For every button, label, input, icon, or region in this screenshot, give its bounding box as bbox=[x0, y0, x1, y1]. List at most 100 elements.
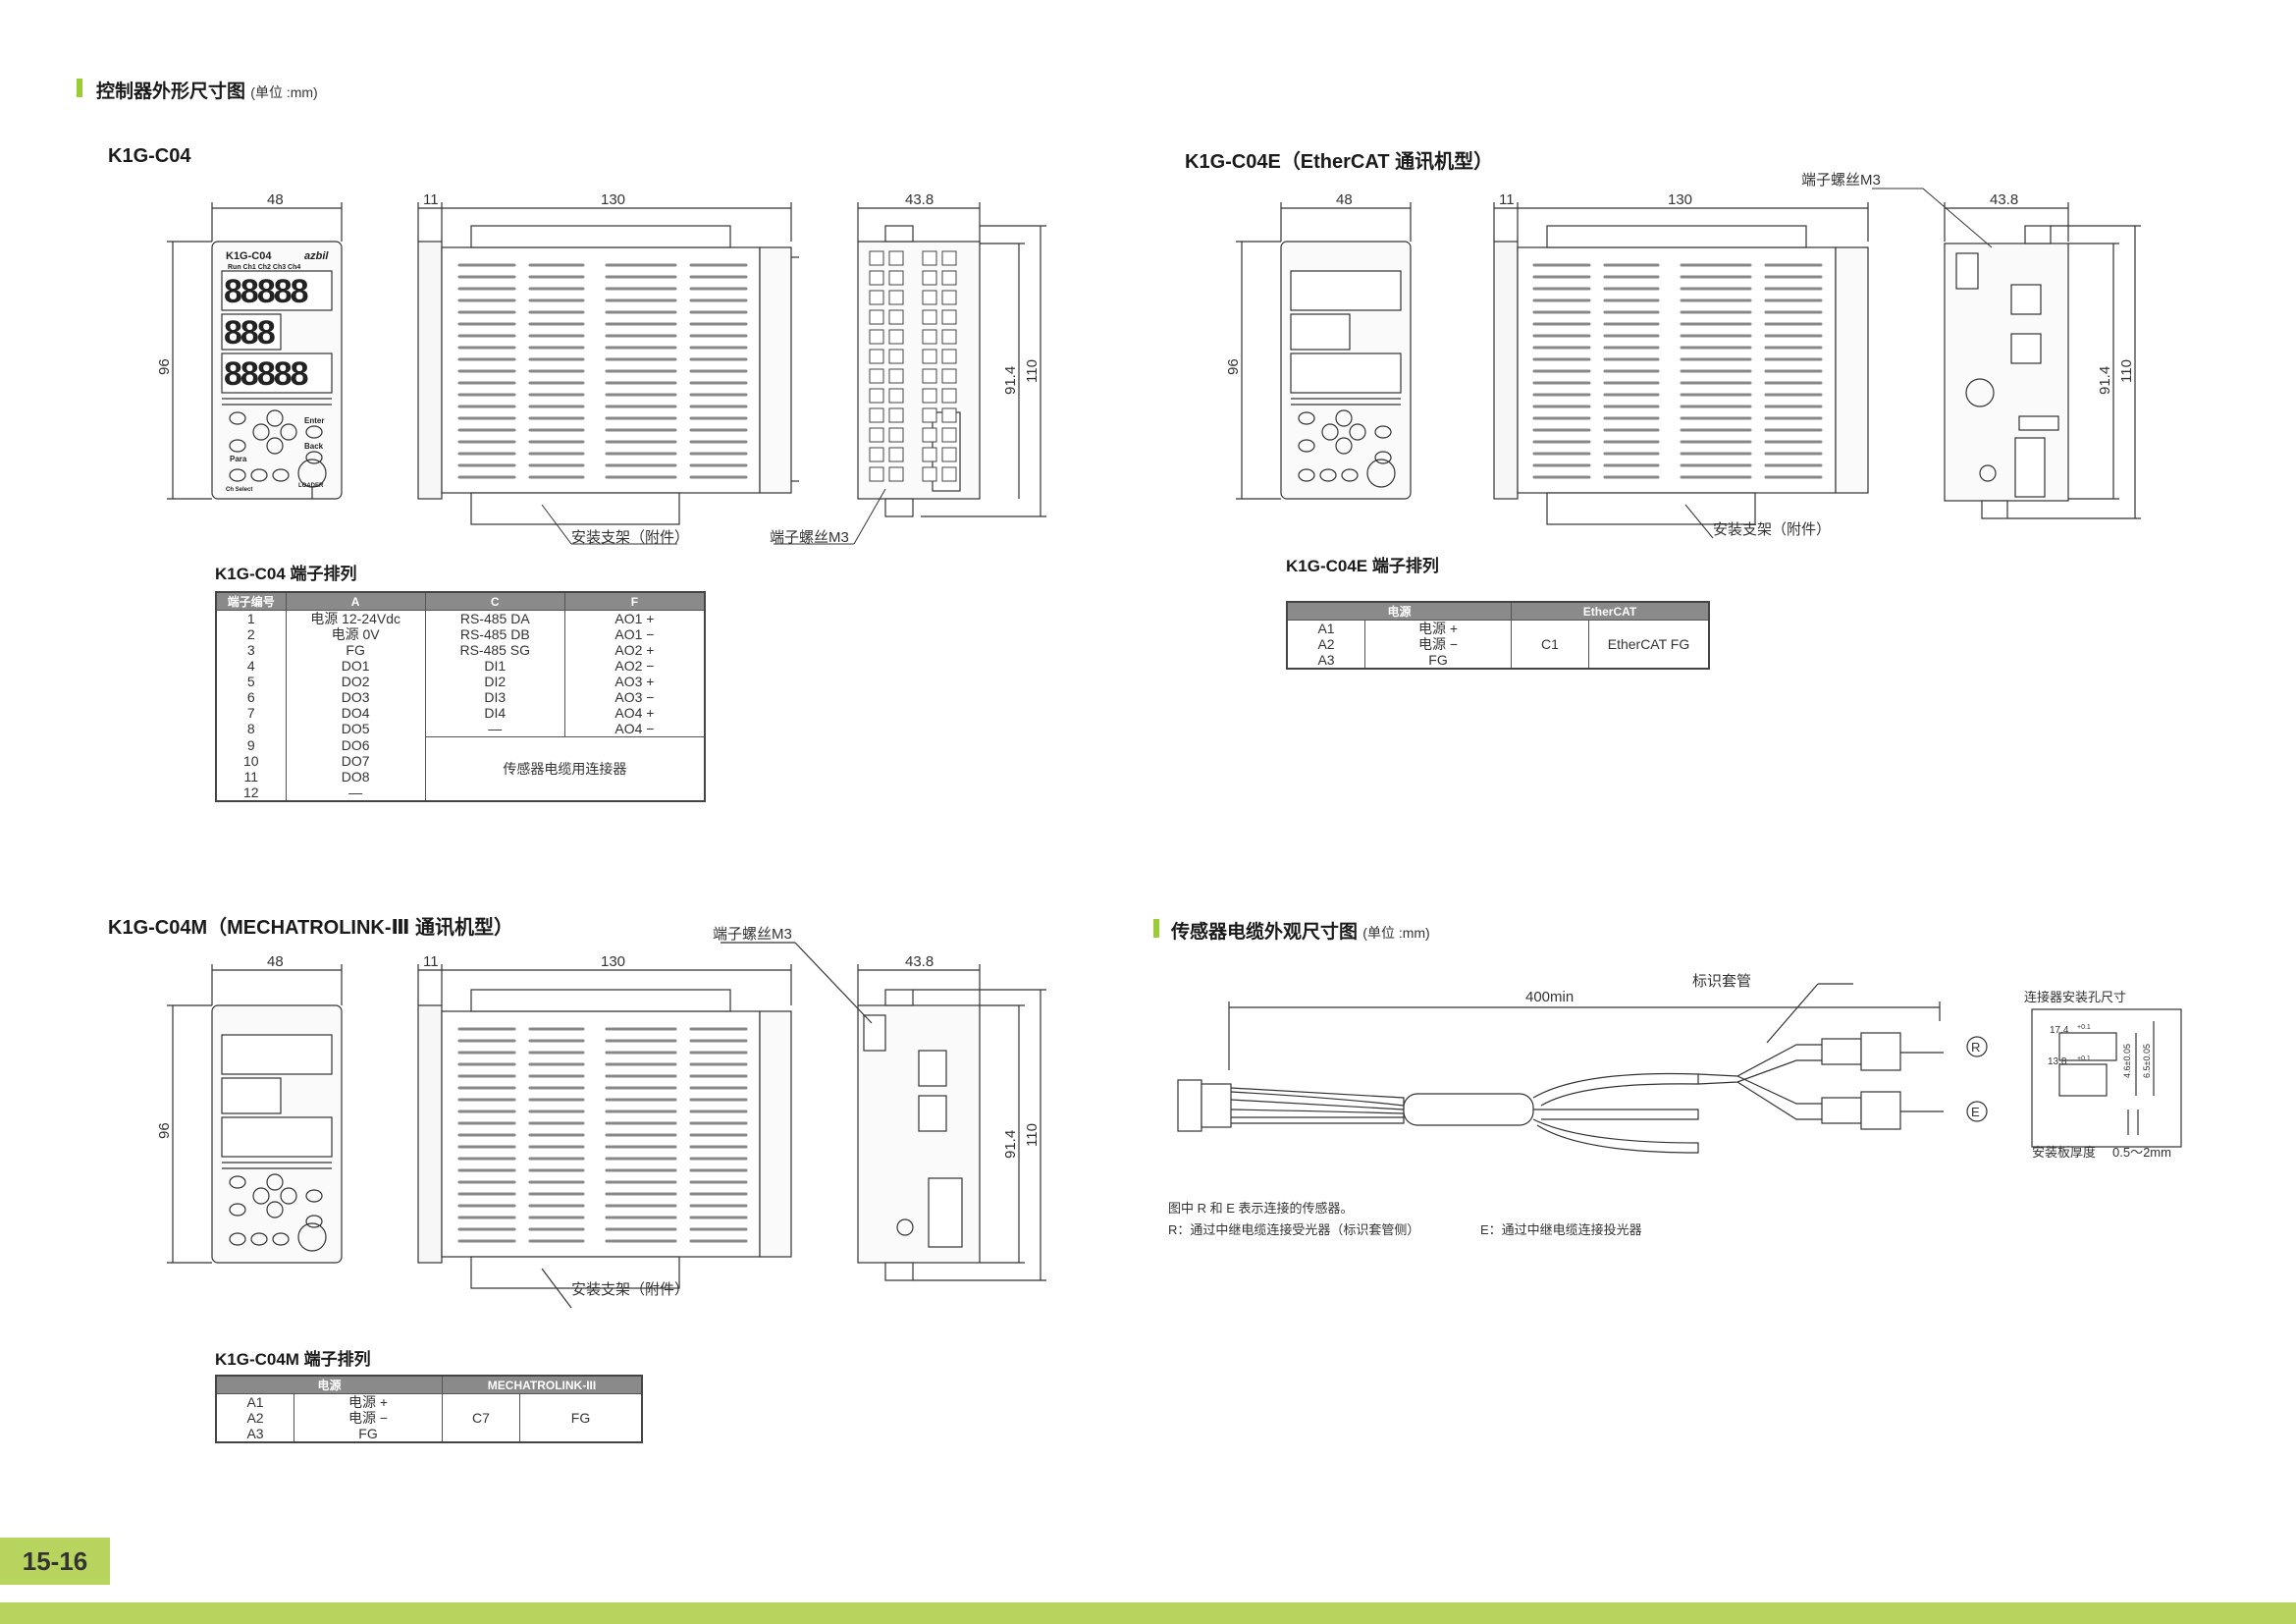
cable-note-2: R：通过中继电缆连接受光器（标识套管侧） bbox=[1168, 1222, 1420, 1237]
cell: 5 bbox=[215, 674, 287, 689]
cell: DO3 bbox=[285, 689, 426, 705]
cell: RS-485 SG bbox=[424, 642, 565, 658]
panel-chselect: Ch Select bbox=[226, 487, 252, 493]
cell: DO2 bbox=[285, 674, 426, 689]
dim-43-8-e: 43.8 bbox=[1990, 191, 2018, 208]
cell: 7 bbox=[215, 705, 287, 721]
panel-leds-text: Run Ch1 Ch2 Ch3 Ch4 bbox=[228, 264, 300, 271]
table-title-c04: K1G-C04 端子排列 bbox=[215, 565, 357, 583]
dim-43-8-m: 43.8 bbox=[905, 953, 934, 970]
th-c: C bbox=[424, 591, 565, 611]
cell: DO6 bbox=[285, 736, 426, 753]
drawing-c04: K1G-C04 azbil Run Ch1 Ch2 Ch3 Ch4 88888 … bbox=[156, 191, 1046, 546]
cell: 电源 12-24Vdc bbox=[285, 610, 426, 626]
vent-slots bbox=[457, 263, 748, 479]
th-ethercat: EtherCAT bbox=[1511, 601, 1710, 621]
th-mechatrolink: MECHATROLINK-III bbox=[442, 1375, 643, 1394]
cell: DI1 bbox=[424, 658, 565, 674]
dim-110-m: 110 bbox=[1024, 1123, 1041, 1147]
cell: AO3 + bbox=[563, 674, 706, 689]
cell: — bbox=[285, 784, 426, 801]
section-title-cable: 传感器电缆外观尺寸图 (单位 :mm) bbox=[1171, 917, 1430, 944]
cell: 10 bbox=[215, 752, 287, 769]
table-title-c04e: K1G-C04E 端子排列 bbox=[1286, 557, 1439, 575]
cell: DO4 bbox=[285, 705, 426, 721]
dim-11: 11 bbox=[423, 191, 439, 208]
vent-slots bbox=[457, 1027, 748, 1243]
th-power: 电源 bbox=[1286, 601, 1512, 621]
vent-slots bbox=[1532, 263, 1823, 479]
model-title-c04m: K1G-C04M（MECHATROLINK-Ⅲ 通讯机型） bbox=[108, 917, 513, 939]
cell: 2 bbox=[215, 626, 287, 642]
cell: 4 bbox=[215, 658, 287, 674]
cell: AO2 − bbox=[563, 658, 706, 674]
cable-note-1: 图中 R 和 E 表示连接的传感器。 bbox=[1168, 1201, 1354, 1216]
cell: FG bbox=[1364, 652, 1512, 669]
panel-model-text: K1G-C04 bbox=[226, 250, 272, 262]
dim-96-e: 96 bbox=[1225, 358, 1242, 375]
connector-desc-cell: FG bbox=[519, 1393, 643, 1443]
drawing-c04m: 48 96 11 130 43.8 91.4 110 端子螺丝M3 安装支架（附… bbox=[156, 926, 1046, 1309]
cell: A2 bbox=[215, 1410, 294, 1426]
r-marker: R bbox=[1971, 1040, 1980, 1055]
cell: DI4 bbox=[424, 705, 565, 721]
dim-96: 96 bbox=[156, 358, 173, 375]
cell: 9 bbox=[215, 736, 287, 753]
dim-91-4-e: 91.4 bbox=[2097, 366, 2113, 395]
panel-digits-3: 88888 bbox=[224, 355, 308, 393]
dim-48-m: 48 bbox=[267, 953, 284, 970]
cell: A1 bbox=[215, 1393, 294, 1410]
th-power-m: 电源 bbox=[215, 1375, 443, 1394]
cell: AO3 − bbox=[563, 689, 706, 705]
panel-digits-1: 88888 bbox=[224, 273, 308, 310]
section-unit: (单位 :mm) bbox=[250, 84, 318, 100]
screw-label-c04m: 端子螺丝M3 bbox=[713, 926, 792, 943]
section-marker bbox=[77, 79, 82, 97]
cell: DO5 bbox=[285, 721, 426, 737]
table-row: A1 电源 + C7 FG bbox=[215, 1393, 643, 1443]
table-row: A1 电源 + C1 EtherCAT FG bbox=[1286, 620, 1710, 670]
cell: 1 bbox=[215, 610, 287, 626]
cell: RS-485 DB bbox=[424, 626, 565, 642]
screw-label-c04e: 端子螺丝M3 bbox=[1801, 172, 1881, 189]
cell: 8 bbox=[215, 721, 287, 737]
bracket-label-c04: 安装支架（附件） bbox=[571, 529, 689, 546]
dim-130-e: 130 bbox=[1668, 191, 1692, 208]
dim-48-e: 48 bbox=[1336, 191, 1353, 208]
merged-connector-cell: 传感器电缆用连接器 bbox=[424, 736, 706, 801]
dim-91-4: 91.4 bbox=[1002, 366, 1019, 395]
bracket-label-c04e: 安装支架（附件） bbox=[1713, 521, 1831, 538]
section-title-text: 控制器外形尺寸图 bbox=[96, 81, 246, 102]
connector-desc-cell: EtherCAT FG bbox=[1588, 620, 1710, 670]
plate-range: 0.5～2mm bbox=[2112, 1145, 2171, 1160]
cell: AO4 + bbox=[563, 705, 706, 721]
e-marker: E bbox=[1971, 1105, 1980, 1119]
connector-cell: C1 bbox=[1511, 620, 1589, 670]
panel-para: Para bbox=[230, 455, 247, 463]
model-title-c04e: K1G-C04E（EtherCAT 通讯机型） bbox=[1185, 151, 1494, 173]
cell: AO1 − bbox=[563, 626, 706, 642]
cell: 电源 − bbox=[294, 1410, 443, 1426]
drawing-c04e: 48 96 11 130 43.8 91.4 110 端子螺丝M3 安装支架（附… bbox=[1225, 172, 2141, 539]
dim-130: 130 bbox=[601, 191, 625, 208]
dim-130-m: 130 bbox=[601, 953, 625, 970]
cell: A1 bbox=[1286, 620, 1365, 636]
cell: 电源 + bbox=[294, 1393, 443, 1410]
cell: 12 bbox=[215, 784, 287, 801]
hole-w2: 13.8 bbox=[2048, 1056, 2067, 1067]
hole-tol-1: +0.1 bbox=[2077, 1024, 2091, 1031]
cell: 6 bbox=[215, 689, 287, 705]
footer-bar bbox=[0, 1602, 2296, 1624]
th-a: A bbox=[285, 591, 426, 611]
dim-96-m: 96 bbox=[156, 1122, 173, 1139]
